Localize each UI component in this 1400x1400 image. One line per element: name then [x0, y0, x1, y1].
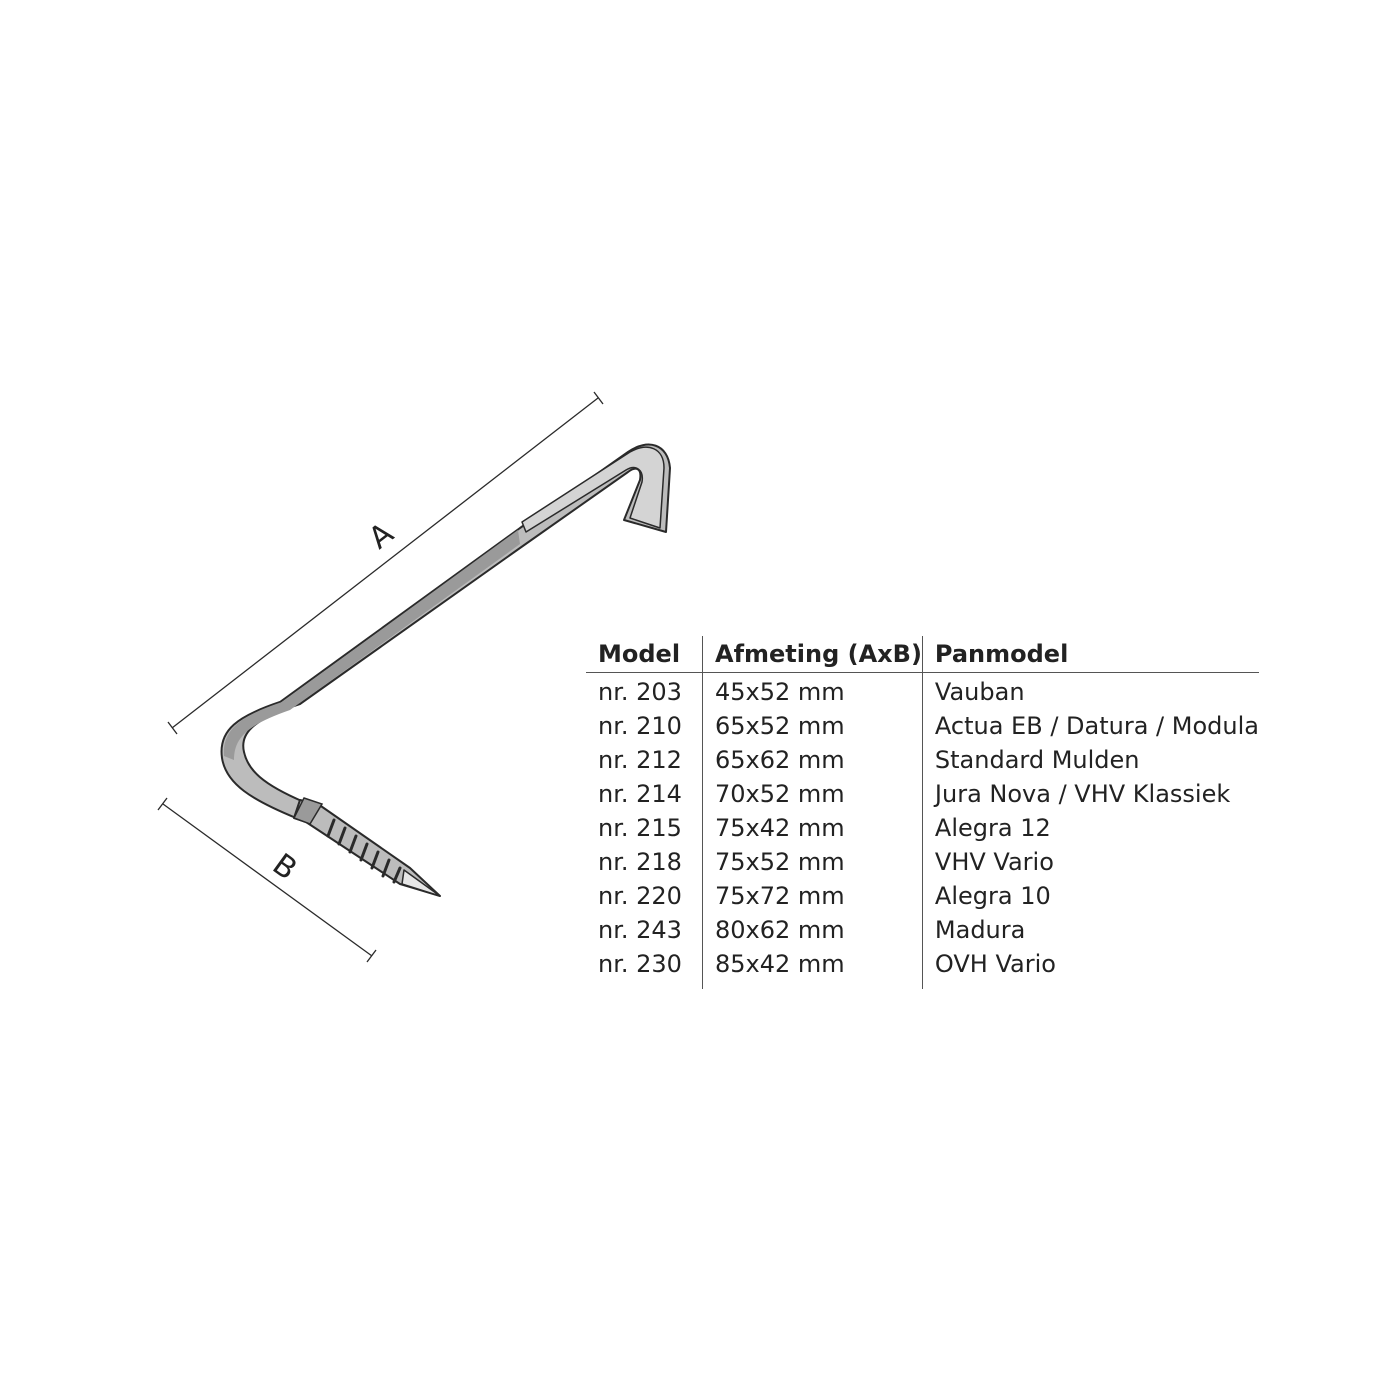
header-afmeting: Afmeting (AxB)	[702, 636, 923, 673]
table-header-row: Model Afmeting (AxB) Panmodel	[586, 636, 1259, 673]
cell-model: nr. 230	[586, 947, 703, 989]
spec-table: Model Afmeting (AxB) Panmodel nr. 203 45…	[586, 636, 1259, 989]
cell-model: nr. 212	[586, 743, 703, 777]
table-row: nr. 203 45x52 mm Vauban	[586, 672, 1259, 709]
cell-panmodel: OVH Vario	[934, 950, 1056, 978]
cell-afmeting: 75x42 mm	[702, 811, 923, 845]
cell-afmeting: 65x62 mm	[702, 743, 923, 777]
cell-model: nr. 243	[586, 913, 703, 947]
dimension-a: A	[167, 391, 604, 735]
header-panmodel: Panmodel	[922, 636, 1259, 673]
cell-afmeting: 80x62 mm	[702, 913, 923, 947]
header-model: Model	[586, 636, 703, 673]
table-row: nr. 214 70x52 mm Jura Nova / VHV Klassie…	[586, 777, 1259, 811]
table-row: nr. 230 85x42 mm OVH Vario	[586, 947, 1259, 989]
cell-panmodel: Actua EB / Datura / Modula	[934, 712, 1259, 740]
cell-model: nr. 215	[586, 811, 703, 845]
cell-afmeting: 70x52 mm	[702, 777, 923, 811]
cell-afmeting: 85x42 mm	[702, 947, 923, 989]
cell-panmodel: VHV Vario	[934, 848, 1054, 876]
cell-afmeting: 65x52 mm	[702, 709, 923, 743]
cell-model: nr. 203	[586, 672, 703, 709]
cell-afmeting: 75x72 mm	[702, 879, 923, 913]
table-row: nr. 215 75x42 mm Alegra 12	[586, 811, 1259, 845]
cell-model: nr. 218	[586, 845, 703, 879]
table-row: nr. 218 75x52 mm VHV Vario	[586, 845, 1259, 879]
table-row: nr. 220 75x72 mm Alegra 10	[586, 879, 1259, 913]
table-row: nr. 210 65x52 mm Actua EB / Datura / Mod…	[586, 709, 1259, 743]
cell-panmodel: Vauban	[934, 678, 1025, 706]
cell-panmodel: Alegra 12	[934, 814, 1051, 842]
cell-panmodel: Jura Nova / VHV Klassiek	[934, 780, 1231, 808]
table-row: nr. 243 80x62 mm Madura	[586, 913, 1259, 947]
table-row: nr. 212 65x62 mm Standard Mulden	[586, 743, 1259, 777]
dimension-b-label: B	[266, 847, 303, 887]
dimension-a-label: A	[363, 516, 401, 557]
cell-panmodel: Alegra 10	[934, 882, 1051, 910]
cell-afmeting: 45x52 mm	[702, 672, 923, 709]
cell-panmodel: Standard Mulden	[934, 746, 1140, 774]
cell-model: nr. 220	[586, 879, 703, 913]
hook-screw	[292, 797, 441, 897]
cell-panmodel: Madura	[934, 916, 1026, 944]
hook-body	[220, 443, 671, 819]
cell-model: nr. 210	[586, 709, 703, 743]
cell-model: nr. 214	[586, 777, 703, 811]
cell-afmeting: 75x52 mm	[702, 845, 923, 879]
